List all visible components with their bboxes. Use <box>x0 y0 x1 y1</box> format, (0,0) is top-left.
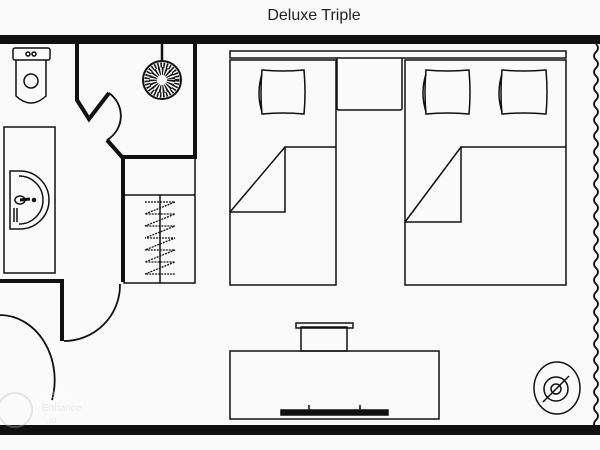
nightstand <box>336 58 403 111</box>
curtain <box>593 43 599 429</box>
wardrobe <box>123 157 196 284</box>
tv <box>300 326 348 352</box>
bathroom-door[interactable] <box>106 92 122 141</box>
plan-title: Deluxe Triple <box>267 7 360 24</box>
pillow-icon <box>258 69 306 115</box>
sink-icon <box>3 126 56 274</box>
safe-dial-icon <box>533 361 581 415</box>
desk <box>229 322 440 420</box>
top-wall <box>0 35 600 44</box>
door-swings <box>0 92 122 401</box>
entry-door[interactable] <box>63 283 121 342</box>
svg-text:Enhance: Enhance <box>42 403 82 414</box>
pillow-icon <box>498 69 548 115</box>
headboard <box>229 50 567 59</box>
bottom-wall <box>0 425 600 435</box>
svg-text:Let's: Let's <box>42 387 70 401</box>
main-door[interactable] <box>0 314 56 401</box>
pillow-icon <box>422 69 471 115</box>
double-bed <box>404 59 567 286</box>
shower-icon <box>142 44 182 100</box>
beds <box>229 50 567 286</box>
bathroom-walls <box>0 44 197 341</box>
toilet-icon <box>12 47 51 104</box>
svg-text:.io: .io <box>46 415 57 426</box>
single-bed <box>229 59 337 286</box>
watermark-logo: Let's Enhance .io <box>0 387 82 428</box>
